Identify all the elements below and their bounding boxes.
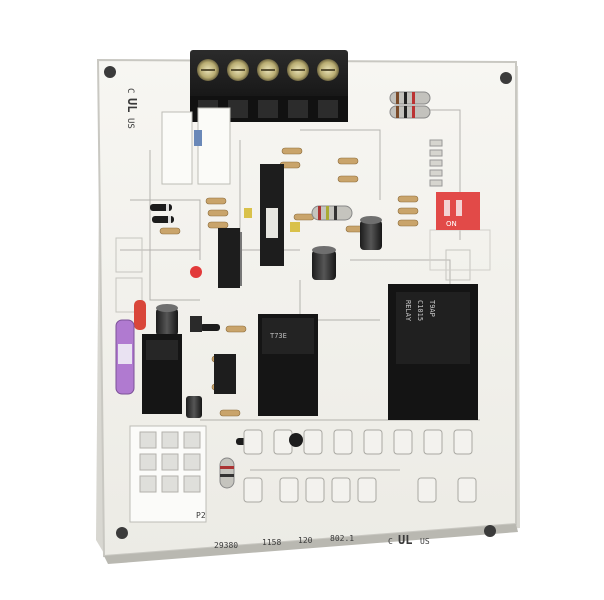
board-part-numbers: 29380 1158 120 802.1	[214, 534, 354, 550]
ul-cert-mark-right: C UL US	[388, 533, 430, 547]
svg-text:29380: 29380	[214, 541, 238, 550]
mounting-hole	[500, 72, 512, 84]
ul-cert-mark-left: C UL US	[125, 88, 139, 129]
power-resistors-top-right	[389, 91, 431, 119]
fuse	[115, 319, 135, 395]
svg-text:UL: UL	[125, 98, 139, 112]
relay-middle: T73E	[258, 314, 318, 416]
svg-text:802.1: 802.1	[330, 534, 354, 543]
small-relays-top-left	[161, 107, 231, 185]
svg-text:UL: UL	[398, 533, 412, 547]
small-component-column	[429, 139, 443, 187]
svg-text:US: US	[420, 537, 430, 546]
mounting-hole	[484, 525, 496, 537]
capacitors	[156, 208, 382, 418]
svg-text:ON: ON	[446, 220, 457, 228]
relay-right: T9AP C1015 RELAY	[388, 284, 478, 420]
svg-text:P2: P2	[196, 511, 206, 520]
svg-text:T9AP: T9AP	[428, 300, 436, 317]
connector-p2: P2	[129, 425, 207, 523]
dip-switch: ON	[436, 192, 480, 230]
svg-text:C1015: C1015	[416, 300, 424, 321]
svg-text:C: C	[125, 88, 135, 93]
integrated-circuits	[214, 164, 284, 394]
pcb-traces	[115, 109, 491, 520]
svg-text:C: C	[388, 537, 393, 546]
mounting-hole	[104, 66, 116, 78]
spade-terminals	[243, 429, 477, 503]
relay-left	[142, 334, 182, 414]
svg-text:T73E: T73E	[270, 332, 287, 340]
svg-text:120: 120	[298, 536, 313, 545]
resistors	[159, 147, 419, 489]
mounting-hole	[116, 527, 128, 539]
svg-text:RELAY: RELAY	[404, 300, 412, 322]
svg-text:US: US	[125, 118, 135, 129]
svg-text:1158: 1158	[262, 538, 281, 547]
led-and-red-component	[134, 266, 202, 330]
